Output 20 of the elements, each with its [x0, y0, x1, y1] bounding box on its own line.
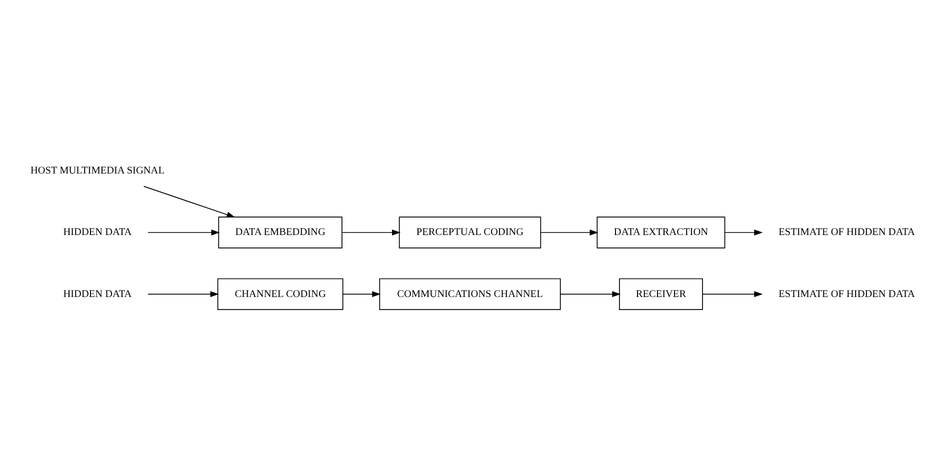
node-box: PERCEPTUAL CODING [398, 216, 542, 248]
node-text: ESTIMATE OF HIDDEN DATA [778, 226, 915, 238]
node-box: DATA EXTRACTION [596, 216, 726, 248]
node-box: RECEIVER [619, 278, 703, 310]
node-box: COMMUNICATIONS CHANNEL [379, 278, 561, 310]
node-text: HOST MULTIMEDIA SIGNAL [30, 164, 164, 176]
node-text: HIDDEN DATA [63, 226, 132, 238]
arrow [342, 290, 381, 297]
arrow [560, 290, 621, 297]
node-box: CHANNEL CODING [217, 278, 344, 310]
arrow [342, 229, 401, 235]
node-text: ESTIMATE OF HIDDEN DATA [778, 288, 915, 300]
arrow [148, 229, 220, 235]
arrow [148, 290, 219, 297]
arrow [702, 290, 763, 297]
arrow [724, 229, 763, 235]
arrow [540, 229, 598, 235]
node-box: DATA EMBEDDING [218, 216, 342, 248]
arrow [143, 185, 236, 217]
node-text: HIDDEN DATA [63, 288, 132, 300]
